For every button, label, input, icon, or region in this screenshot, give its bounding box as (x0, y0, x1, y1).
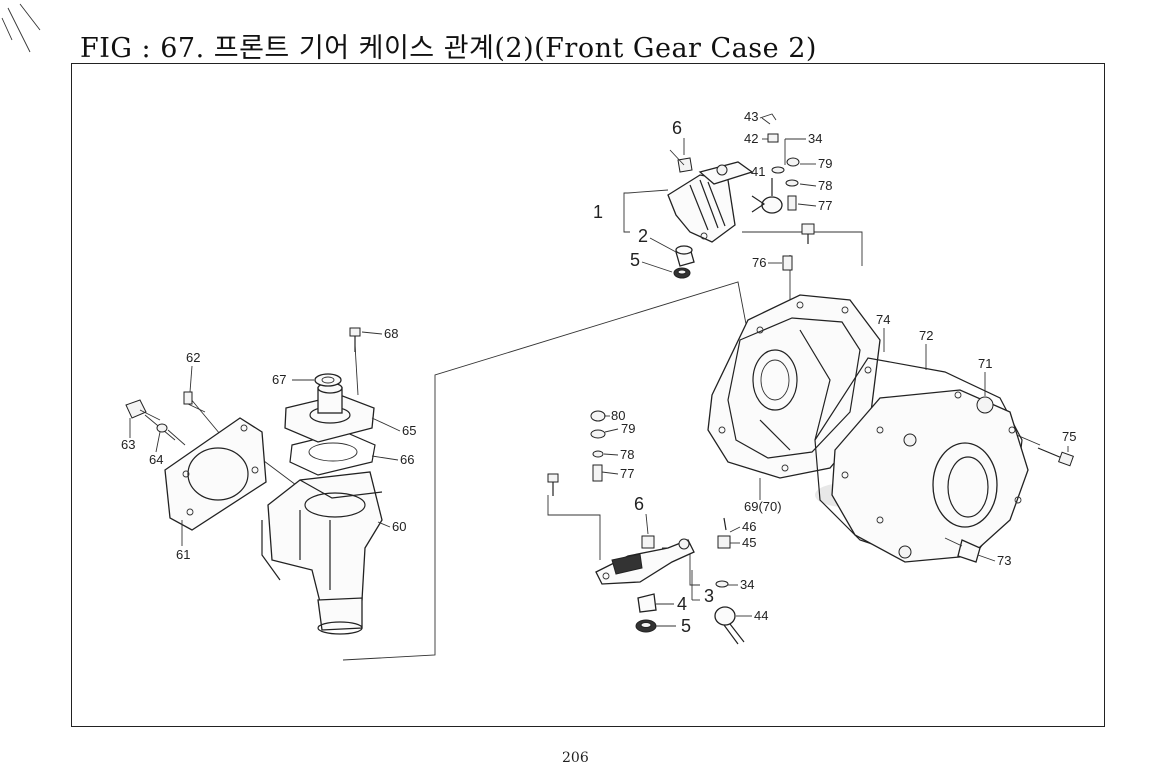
callout-75: 75 (1062, 429, 1076, 444)
bushing-2 (675, 245, 695, 267)
callout-5-top: 5 (630, 250, 640, 270)
page-title: FIG : 67. 프론트 기어 케이스 관계(2)(Front Gear Ca… (80, 33, 817, 64)
plug-73 (944, 537, 981, 563)
callout-71: 71 (978, 356, 992, 371)
bolt-75 (1037, 447, 1074, 467)
callout-leaders (129, 117, 1069, 627)
washer-5-top (673, 267, 691, 279)
washer-5-center (635, 619, 657, 633)
callout-46: 46 (742, 519, 756, 534)
callout-66: 66 (400, 452, 414, 467)
callout-6-top: 6 (672, 118, 682, 138)
bolt-79-washer-78-pin-77-top (785, 157, 800, 211)
callout-76: 76 (752, 255, 766, 270)
callout-3: 3 (704, 586, 714, 606)
callout-67: 67 (272, 372, 286, 387)
callout-64: 64 (149, 452, 163, 467)
callout-74: 74 (876, 312, 890, 327)
bolt-right-top (801, 223, 815, 244)
callout-34-top: 34 (808, 131, 822, 146)
callout-5-center: 5 (681, 616, 691, 636)
guide-lines (144, 231, 1041, 661)
callout-68: 68 (384, 326, 398, 341)
callout-41: 41 (751, 164, 765, 179)
bolt-80-washer-79-78-pin-77-center (590, 410, 606, 482)
cover-65 (284, 382, 375, 443)
bushing-4 (637, 593, 657, 613)
washer-34-center (715, 580, 729, 588)
nut-42-washer-43 (759, 113, 785, 174)
bolt-6-center (641, 535, 655, 549)
bolt-left-center (547, 473, 559, 496)
callout-69-70: 69(70) (744, 499, 782, 514)
callout-65: 65 (402, 423, 416, 438)
bolt-63 (125, 399, 161, 421)
callout-78-center: 78 (620, 447, 634, 462)
bolt-6-top (669, 149, 693, 173)
callout-43: 43 (744, 109, 758, 124)
front-cover-71 (831, 389, 1029, 563)
callout-1: 1 (593, 202, 603, 222)
callout-79-top: 79 (818, 156, 832, 171)
callout-34-center: 34 (740, 577, 754, 592)
ball-joint-41 (751, 178, 783, 214)
lever-3 (595, 538, 695, 585)
callout-6-center: 6 (634, 494, 644, 514)
nut-45-pin-46 (717, 517, 731, 549)
callout-77-center: 77 (620, 466, 634, 481)
diagram-frame (71, 63, 1105, 727)
callout-61: 61 (176, 547, 190, 562)
bolt-62 (183, 391, 206, 413)
callout-77-top: 77 (818, 198, 832, 213)
bolt-68 (349, 327, 361, 352)
callout-62: 62 (186, 350, 200, 365)
callout-45: 45 (742, 535, 756, 550)
gear-case-69 (707, 294, 881, 479)
callout-63: 63 (121, 437, 135, 452)
lever-bracket-1 (667, 161, 754, 243)
dowel-76 (782, 255, 793, 271)
callout-78-top: 78 (818, 178, 832, 193)
callout-72: 72 (919, 328, 933, 343)
callout-73: 73 (997, 553, 1011, 568)
callout-79-center: 79 (621, 421, 635, 436)
callout-4: 4 (677, 594, 687, 614)
callout-44: 44 (754, 608, 768, 623)
callout-80: 80 (611, 408, 625, 423)
callout-2: 2 (638, 226, 648, 246)
callout-42: 42 (744, 131, 758, 146)
seal-67 (314, 373, 342, 387)
washer-64 (156, 423, 168, 433)
ball-joint-44 (714, 606, 745, 645)
page-number: 206 (562, 750, 589, 766)
housing-60 (261, 471, 383, 635)
callout-60: 60 (392, 519, 406, 534)
callout-labels: 6 43 42 34 41 79 78 77 1 2 5 76 68 62 67… (121, 109, 1076, 636)
gasket-61 (164, 417, 267, 531)
